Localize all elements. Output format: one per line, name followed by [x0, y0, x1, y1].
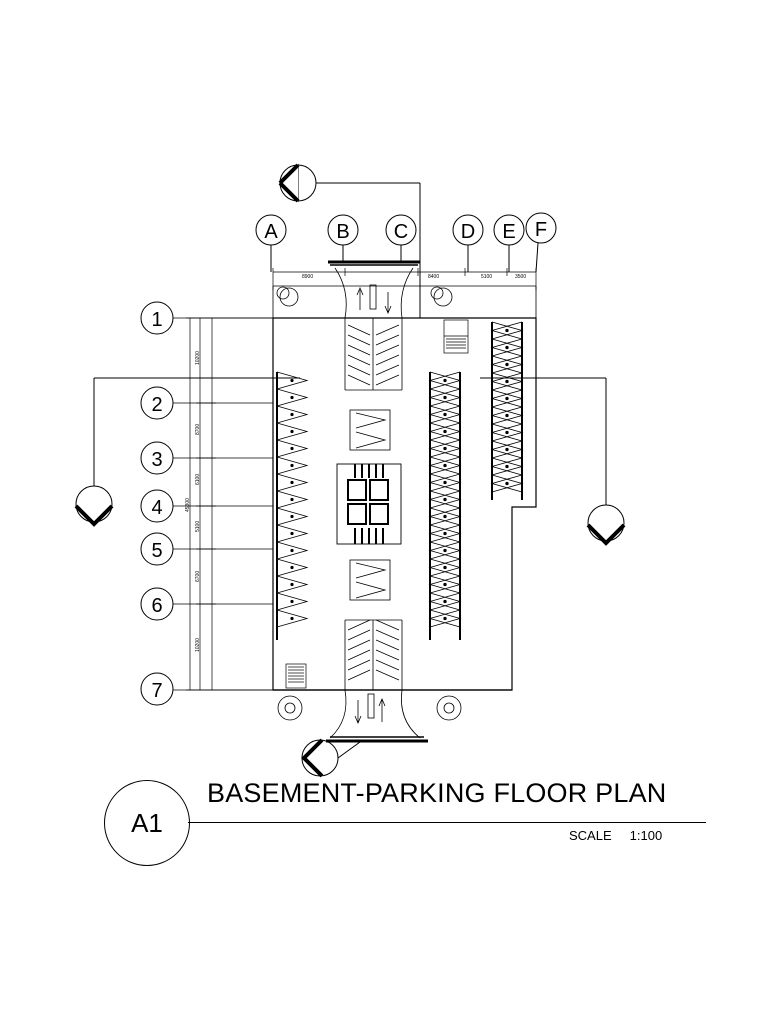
dim-side-4: 5100 — [195, 521, 201, 532]
grid-col-d: D — [461, 221, 475, 243]
grid-col-c: C — [394, 221, 408, 243]
stall-wheel-stop — [443, 497, 447, 502]
section-marker-bottom — [301, 738, 361, 778]
dim-side-3: 6100 — [195, 474, 201, 485]
grid-row-2: 2 — [151, 394, 162, 416]
section-marker-right — [480, 377, 626, 546]
stall-wheel-stop — [505, 413, 509, 418]
section-marker-top — [278, 163, 421, 318]
stall-wheel-stop — [443, 446, 447, 451]
stall-wheel-stop — [443, 378, 447, 383]
stairs-bottom-left — [285, 663, 307, 689]
stall-wheel-stop — [443, 480, 447, 485]
scale-value: 1:100 — [629, 828, 663, 843]
grid-row-4: 4 — [151, 497, 162, 519]
stall-wheel-stop — [505, 430, 509, 435]
stall-wheel-stop — [290, 395, 294, 400]
grid-col-b: B — [336, 221, 349, 243]
stall-wheel-stop — [290, 565, 294, 570]
dim-top-1: 8900 — [302, 274, 313, 280]
drawing-title: BASEMENT-PARKING FLOOR PLAN — [207, 778, 667, 808]
stall-wheel-stop — [505, 328, 509, 333]
grid-row-3: 3 — [151, 449, 162, 471]
stall-wheel-stop — [443, 616, 447, 621]
scale-label: SCALE — [569, 828, 612, 843]
sheet-id-text: A1 — [131, 807, 163, 838]
stall-wheel-stop — [290, 463, 294, 468]
grid-row-1: 1 — [151, 309, 162, 331]
grid-col-e: E — [502, 221, 515, 243]
stall-wheel-stop — [505, 345, 509, 350]
scale-note: SCALE 1:100 — [569, 828, 662, 843]
title-underline — [188, 822, 706, 823]
stall-wheel-stop — [290, 548, 294, 553]
stairs-top-right — [443, 319, 469, 354]
dim-overall: 45300 — [185, 498, 191, 512]
stall-wheel-stop — [505, 396, 509, 401]
stall-wheel-stop — [443, 599, 447, 604]
stall-wheel-stop — [290, 582, 294, 587]
stall-wheel-stop — [290, 497, 294, 502]
stall-wheel-stop — [290, 514, 294, 519]
central-lift-core — [336, 463, 402, 545]
bottom-exit-ramp — [326, 619, 428, 743]
parking-stalls — [276, 321, 524, 640]
sheet-id-bubble: A1 — [104, 780, 190, 866]
grid-col-f: F — [535, 219, 547, 241]
stall-wheel-stop — [290, 616, 294, 621]
stall-wheel-stop — [290, 480, 294, 485]
stall-wheel-stop — [443, 429, 447, 434]
stall-wheel-stop — [443, 395, 447, 400]
top-entrance-ramp — [328, 260, 420, 391]
stall-wheel-stop — [290, 429, 294, 434]
stall-wheel-stop — [290, 412, 294, 417]
stall-wheel-stop — [505, 481, 509, 486]
stall-wheel-stop — [290, 531, 294, 536]
stall-wheel-stop — [443, 548, 447, 553]
central-stall-island-top — [349, 409, 391, 451]
stall-wheel-stop — [443, 463, 447, 468]
stall-wheel-stop — [443, 412, 447, 417]
grid-row-7: 7 — [151, 680, 162, 702]
stall-wheel-stop — [505, 464, 509, 469]
dim-top-4: 3500 — [515, 274, 526, 280]
dim-top-3: 5100 — [481, 274, 492, 280]
grid-row-5: 5 — [151, 540, 162, 562]
stall-wheel-stop — [505, 379, 509, 384]
stall-wheel-stop — [505, 362, 509, 367]
row-grid-bubbles — [140, 301, 174, 706]
grid-col-a: A — [264, 221, 278, 243]
stall-wheel-stop — [443, 582, 447, 587]
stall-wheel-stop — [290, 446, 294, 451]
landscape-trees — [276, 286, 462, 721]
central-stall-island-bottom — [349, 559, 391, 601]
stall-wheel-stop — [290, 599, 294, 604]
dim-side-5: 6700 — [195, 571, 201, 582]
side-dimension-lines — [186, 317, 273, 691]
dim-side-6: 10200 — [195, 638, 201, 652]
stall-wheel-stop — [290, 378, 294, 383]
row-grid-lines — [173, 317, 273, 691]
dim-side-2: 8700 — [195, 424, 201, 435]
dim-side-1: 10200 — [195, 351, 201, 365]
grid-row-6: 6 — [151, 595, 162, 617]
dim-top-2: 8400 — [428, 274, 439, 280]
section-marker-left — [74, 377, 300, 527]
stall-wheel-stop — [443, 514, 447, 519]
top-dimension-line — [272, 268, 537, 290]
stall-wheel-stop — [443, 531, 447, 536]
stall-wheel-stop — [505, 447, 509, 452]
column-grid-bubbles — [255, 212, 557, 273]
stall-wheel-stop — [443, 565, 447, 570]
